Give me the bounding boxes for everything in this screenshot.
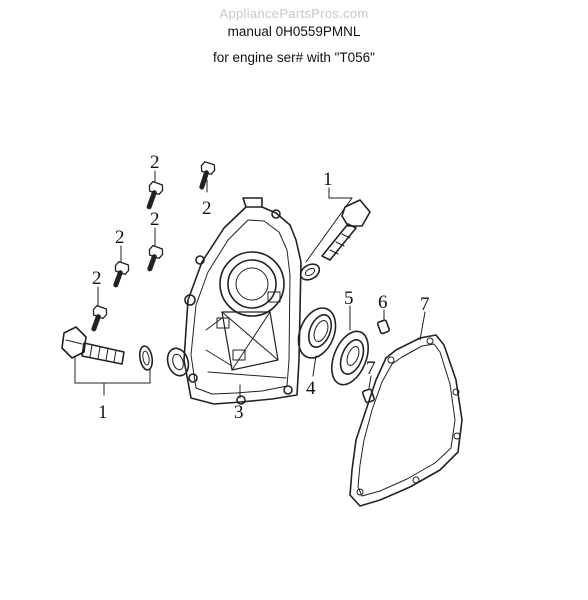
- callout-2-e: 2: [92, 268, 102, 289]
- callout-5: 5: [344, 288, 354, 309]
- cover-bolts: [91, 161, 216, 332]
- callout-1-left: 1: [98, 402, 108, 423]
- callout-1-right: 1: [323, 169, 333, 190]
- callout-2-d: 2: [115, 227, 125, 248]
- manual-title: manual 0H0559PMNL: [227, 24, 361, 39]
- callout-6: 6: [378, 292, 388, 313]
- callout-7-pin: 7: [366, 358, 376, 379]
- oil-filler-plug-left: [61, 326, 154, 371]
- dowel-pin-upper: [376, 319, 390, 335]
- dowel-pin-lower: [361, 388, 375, 404]
- watermark: AppliancePartsPros.com: [219, 6, 369, 21]
- engine-serial-note: for engine ser# with "T056": [213, 50, 375, 65]
- callout-2-b: 2: [202, 198, 212, 219]
- callout-2-a: 2: [150, 152, 160, 173]
- crankcase-cover: [166, 197, 302, 405]
- callout-7-gasket: 7: [420, 294, 430, 315]
- callout-4: 4: [306, 378, 316, 399]
- oil-filler-plug-right: [299, 199, 371, 281]
- leader-lines: [74, 170, 426, 399]
- gasket: [349, 334, 463, 507]
- oil-seal: [297, 307, 337, 359]
- callout-3: 3: [234, 402, 244, 423]
- ball-bearing: [331, 330, 369, 386]
- callout-2-c: 2: [150, 209, 160, 230]
